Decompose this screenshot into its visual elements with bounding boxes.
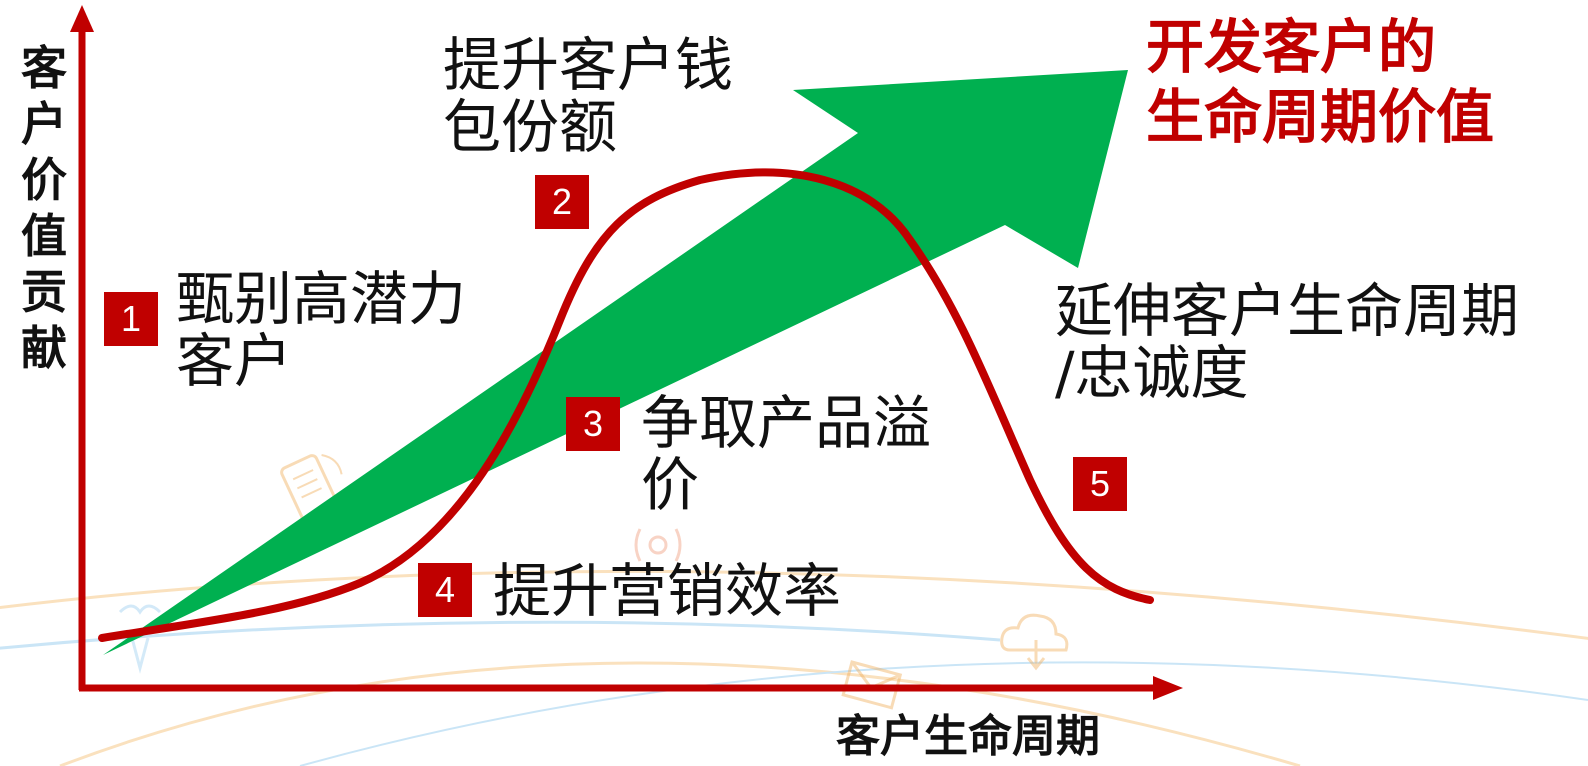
signal-tower-icon	[634, 528, 682, 562]
stage-1-line-2: 客户	[176, 327, 293, 395]
y-axis-label: 客户价值贡献	[18, 40, 70, 376]
stage-2-line-1: 提升客户钱	[443, 31, 734, 99]
y-axis-label-text: 客户价值贡献	[21, 41, 67, 375]
x-axis-label: 客户生命周期	[836, 711, 1100, 762]
title-line-2: 生命周期价值	[1146, 83, 1495, 151]
stage-2-badge: 2	[535, 175, 589, 229]
stage-3-line-1: 争取产品溢	[641, 389, 932, 457]
stage-4-badge: 4	[418, 563, 472, 617]
stage-3-line-2: 价	[641, 451, 700, 519]
y-axis-arrowhead	[70, 5, 94, 32]
title-line-1: 开发客户的	[1146, 13, 1437, 81]
stage-1-label: 甄别高潜力 客户	[176, 268, 536, 392]
stage-4-line-1: 提升营销效率	[493, 557, 842, 625]
growth-arrow	[103, 70, 1128, 655]
diagram-title: 开发客户的 生命周期价值	[1146, 12, 1566, 152]
stage-2-line-2: 包份额	[443, 93, 618, 161]
stage-5-badge: 5	[1073, 457, 1127, 511]
gift-icon	[118, 604, 162, 674]
lifecycle-curve	[98, 168, 1154, 642]
stage-1-line-1: 甄别高潜力	[176, 265, 467, 333]
stage-4-label: 提升营销效率	[493, 560, 913, 622]
stage-5-label: 延伸客户生命周期 /忠诚度	[1055, 280, 1575, 404]
stage-2-label: 提升客户钱 包份额	[443, 34, 803, 158]
stage-5-line-1: 延伸客户生命周期	[1055, 277, 1520, 345]
cloud-icon	[1000, 613, 1069, 671]
stage-1-badge: 1	[104, 292, 158, 346]
stage-3-label: 争取产品溢 价	[641, 392, 1001, 516]
stage-3-badge: 3	[566, 397, 620, 451]
stage-5-line-2: /忠诚度	[1055, 339, 1249, 407]
x-axis-arrowhead	[1153, 676, 1183, 700]
